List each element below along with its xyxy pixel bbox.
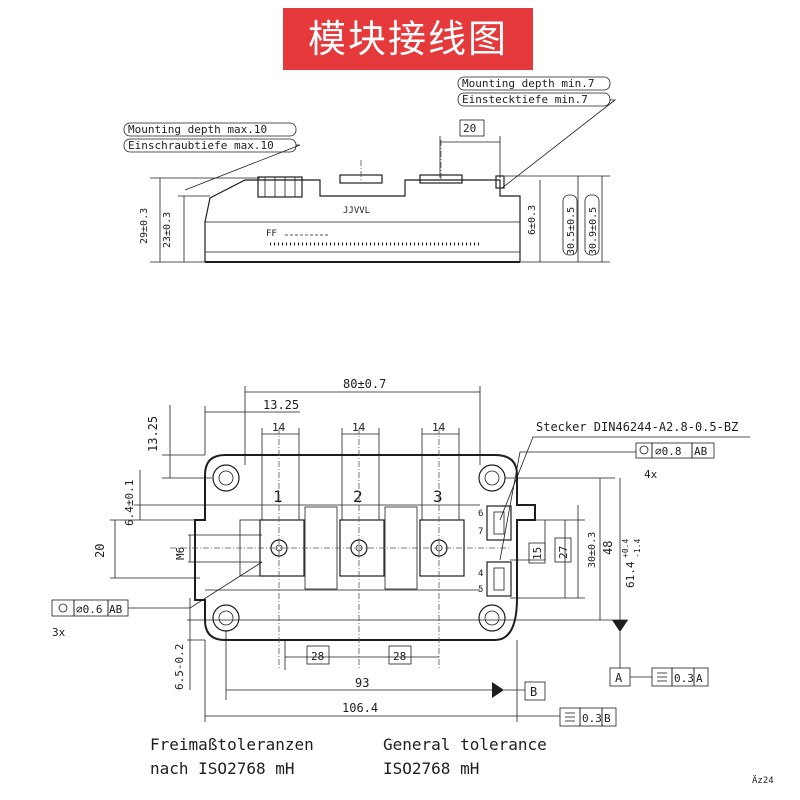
note-en-line1: General tolerance — [383, 735, 547, 754]
tol-03-a: 0.3 — [674, 672, 694, 685]
dim-13-25-horizontal: 13.25 — [263, 398, 299, 412]
title-banner: 模块接线图 — [283, 8, 533, 70]
side-view: Mounting depth max.10 Einschraubtiefe ma… — [123, 76, 617, 263]
dim-27: 27 — [557, 546, 570, 559]
terminal-1-label: 1 — [273, 487, 283, 506]
dim-14-b: 14 — [352, 421, 366, 434]
dim-61-4: 61.4 — [624, 561, 637, 588]
dim-106-4: 106.4 — [342, 701, 378, 715]
einschraub-box — [123, 138, 297, 153]
tol-06-ref: AB — [109, 603, 123, 616]
tol-06: ⌀0.6 — [76, 603, 103, 616]
einschraub-label: Einschraubtiefe max.10 — [128, 139, 274, 152]
aux-pin-block-top — [486, 505, 512, 541]
aux-pin-block-bottom — [486, 561, 512, 597]
dim-20-top: 20 — [463, 122, 476, 135]
module-side-outline — [204, 179, 521, 262]
dim-15-box — [528, 542, 546, 564]
count-3x: 3x — [52, 626, 66, 639]
datum-b-arrow — [492, 682, 504, 698]
note-en-line2: ISO2768 mH — [383, 759, 479, 778]
top-view: 1 2 3 6 7 4 5 80±0.7 13.25 14 14 14 — [51, 377, 750, 727]
terminal-2-label: 2 — [353, 487, 363, 506]
dim-20-top-box — [459, 119, 485, 137]
pin-6-label: 6 — [478, 509, 483, 519]
dim-30: 30±0.3 — [587, 532, 598, 568]
mounting-hole-tl — [212, 464, 240, 492]
note-de-line2: nach ISO2768 mH — [150, 759, 295, 778]
mounting-depth-min-box — [457, 76, 611, 91]
mounting-depth-max-label: Mounting depth max.10 — [128, 123, 267, 136]
module-marking-jjvvl: JJVVL — [343, 206, 370, 216]
module-outline-top — [194, 454, 536, 641]
position-symbol-08 — [635, 442, 653, 459]
dim-m6: M6 — [174, 547, 187, 560]
einsteck-leader — [501, 99, 617, 189]
note-de-line1: Freimaßtoleranzen — [150, 735, 314, 754]
dim-28-b: 28 — [393, 650, 406, 663]
dim-20-left: 20 — [93, 544, 107, 558]
tol-08: ⌀0.8 — [655, 445, 682, 458]
tol-03-b: 0.3 — [582, 712, 602, 725]
dim-30-9: 30.9±0.5 — [588, 207, 599, 255]
einsteck-label: Einstecktiefe min.7 — [462, 93, 588, 106]
stecker-label: Stecker DIN46244-A2.8-0.5-BZ — [536, 420, 738, 434]
module-marking-ff: FF — [266, 229, 277, 239]
page-title: 模块接线图 — [307, 17, 508, 61]
dim-6: 6±0.3 — [527, 205, 538, 235]
dim-27-box — [554, 537, 572, 563]
dim-93: 93 — [355, 676, 369, 690]
dim-29: 29±0.3 — [139, 208, 150, 244]
mounting-hole-br — [478, 604, 506, 632]
pin-5-label: 5 — [478, 585, 483, 595]
datum-a-triangle — [612, 620, 628, 632]
aux-terminal-side — [257, 176, 303, 198]
mounting-depth-max-box — [123, 122, 297, 137]
mounting-hole-bl — [212, 604, 240, 632]
corner-code: Äz24 — [752, 775, 774, 786]
einschraub-leader — [184, 144, 301, 191]
dim-28-a-box — [306, 645, 330, 665]
dim-80: 80±0.7 — [343, 377, 386, 391]
pin-terminal-side — [495, 175, 505, 189]
terminal-3-label: 3 — [433, 487, 443, 506]
dim-30-5: 30.5±0.5 — [566, 207, 577, 255]
tol-03-a-ref: A — [696, 672, 703, 685]
dim-14-a: 14 — [272, 421, 286, 434]
datum-b: B — [530, 685, 537, 699]
dim-30-5-box — [562, 194, 578, 256]
datum-a: A — [615, 671, 623, 685]
mounting-hole-tr — [478, 464, 506, 492]
einsteck-box — [457, 92, 611, 107]
pin-7-label: 7 — [478, 527, 483, 537]
dim-14-c: 14 — [432, 421, 446, 434]
count-4x: 4x — [644, 468, 658, 481]
dim-13-25-vertical: 13.25 — [146, 416, 160, 452]
dim-30-9-box — [584, 194, 600, 256]
dim-23: 23±0.3 — [162, 212, 173, 248]
dim-28-b-box — [388, 645, 412, 665]
dim-61-4-tol-lower: -1.4 — [633, 539, 642, 558]
pin-4-label: 4 — [478, 569, 483, 579]
tol-03-b-ref: B — [604, 712, 611, 725]
position-symbol-06 — [51, 599, 75, 617]
tol-08-ref: AB — [694, 445, 708, 458]
dim-61-4-tol-upper: +0.4 — [621, 539, 630, 558]
datum-b-box — [524, 681, 546, 701]
mounting-depth-min-label: Mounting depth min.7 — [462, 77, 594, 90]
dim-28-a: 28 — [311, 650, 324, 663]
dim-48: 48 — [601, 541, 615, 555]
dim-6-4: 6.4±0.1 — [123, 480, 136, 526]
dim-6-5: 6.5-0.2 — [173, 644, 186, 690]
dim-15: 15 — [531, 547, 544, 560]
